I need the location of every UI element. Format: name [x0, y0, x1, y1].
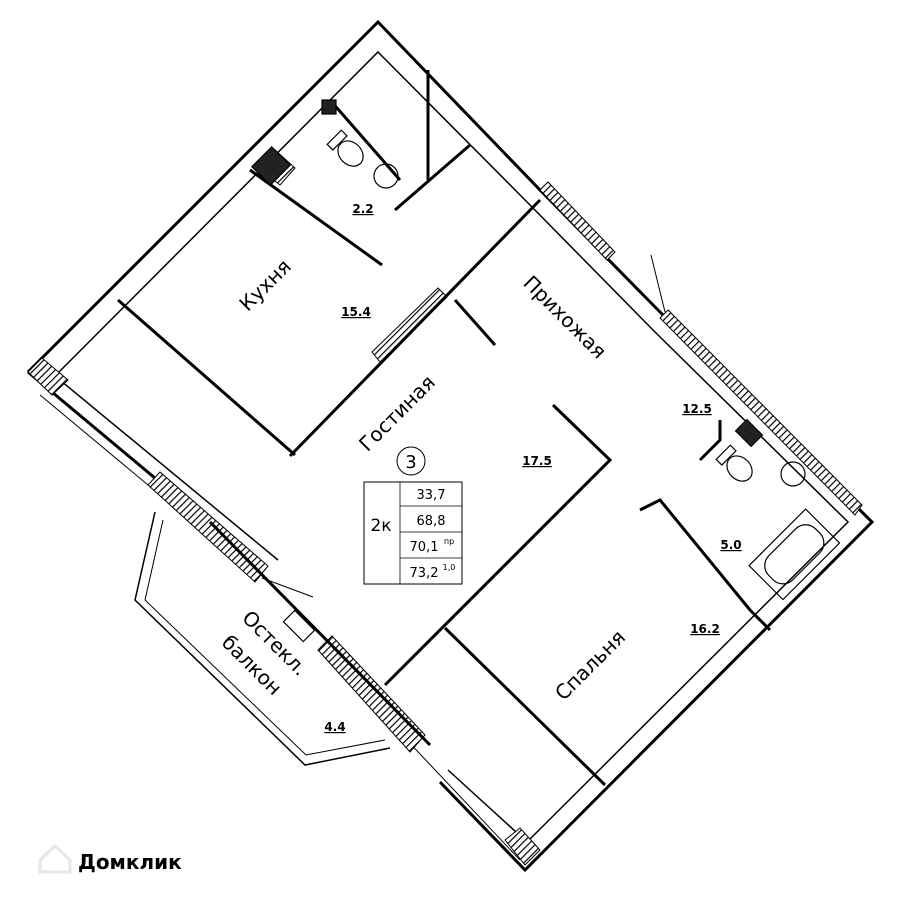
- sink-icon: [373, 163, 399, 189]
- room-area-hallway: 12.5: [682, 402, 712, 416]
- total-area-full-sup: 1,0: [443, 563, 456, 572]
- room-area-bath2: 5.0: [720, 538, 741, 552]
- wall-living-bedroom2: [443, 626, 607, 787]
- room-labels: Кухня 15.4 2.2 Прихожая 12.5 Гостиная 17…: [217, 202, 742, 734]
- balcony-vent: [282, 609, 316, 643]
- room-name-hallway: Прихожая: [519, 271, 612, 364]
- total-area-full-value: 73,2: [410, 566, 439, 581]
- wall-hatch: [317, 635, 426, 753]
- wall-hatch: [659, 309, 863, 516]
- wall-kitchen-hall: [288, 198, 542, 458]
- wall-shaft: [394, 143, 471, 212]
- sink-icon: [780, 461, 806, 487]
- wall-hatch: [539, 181, 616, 261]
- balcony-inner: [144, 519, 386, 756]
- stove-icon: [251, 146, 291, 186]
- toilet-icon: [715, 444, 753, 482]
- hatched-wall-segments: [27, 149, 863, 866]
- room-area-living: 17.5: [522, 454, 552, 468]
- door-swing-line: [261, 577, 314, 598]
- balcony-outer: [134, 511, 391, 766]
- boiler-icon: [734, 418, 764, 448]
- wall-hatch: [371, 287, 448, 363]
- wall-hatch: [147, 471, 269, 583]
- washing-machine-icon: [321, 99, 337, 115]
- room-area-kitchen: 15.4: [341, 305, 371, 319]
- watermark: Домклик: [38, 843, 182, 874]
- house-logo-icon: [38, 843, 72, 874]
- bathtub-icon: [748, 508, 841, 601]
- fixtures: [251, 99, 841, 601]
- wall-hatch: [27, 357, 69, 396]
- wall-living-bedroom: [383, 403, 613, 687]
- room-area-bedroom: 16.2: [690, 622, 720, 636]
- wall-living-balcony: [208, 520, 432, 747]
- wall-bath2: [698, 420, 722, 462]
- window-frame-line: [39, 394, 149, 486]
- toilet-icon: [326, 129, 364, 167]
- room-area-balcony: 4.4: [324, 720, 345, 734]
- wall-hatch: [504, 827, 541, 866]
- living-area-value: 33,7: [417, 488, 446, 503]
- wall-stub: [453, 299, 497, 346]
- interior-walls: [117, 70, 772, 787]
- unit-type: 2к: [370, 516, 391, 536]
- wall-bathroom-bottom: [328, 99, 402, 181]
- unit-number-circle: [396, 446, 426, 476]
- wall-bath2-lower: [639, 498, 772, 632]
- watermark-text: Домклик: [78, 850, 182, 874]
- balcony-outline: [134, 254, 666, 766]
- total-area-value: 68,8: [417, 514, 446, 529]
- room-name-kitchen: Кухня: [234, 254, 296, 316]
- entrance-arrow-line: [650, 254, 666, 313]
- total-area-pr-sup: пр: [444, 537, 454, 546]
- wall-bathroom-left: [249, 168, 383, 267]
- room-area-bathroom: 2.2: [352, 202, 373, 216]
- room-name-living: Гостиная: [354, 370, 440, 456]
- outer-wall-line: [26, 19, 875, 873]
- unit-number: 3: [405, 452, 416, 473]
- outer-walls: [26, 19, 875, 873]
- unit-info-table: 3 2к 33,7 68,8 70,1 пр 73,2 1,0: [363, 446, 463, 585]
- room-name-bedroom: Спальня: [550, 625, 630, 705]
- left-inner-wall: [54, 375, 279, 561]
- wall-kitchen-living: [117, 298, 296, 457]
- total-area-pr-value: 70,1: [410, 540, 439, 555]
